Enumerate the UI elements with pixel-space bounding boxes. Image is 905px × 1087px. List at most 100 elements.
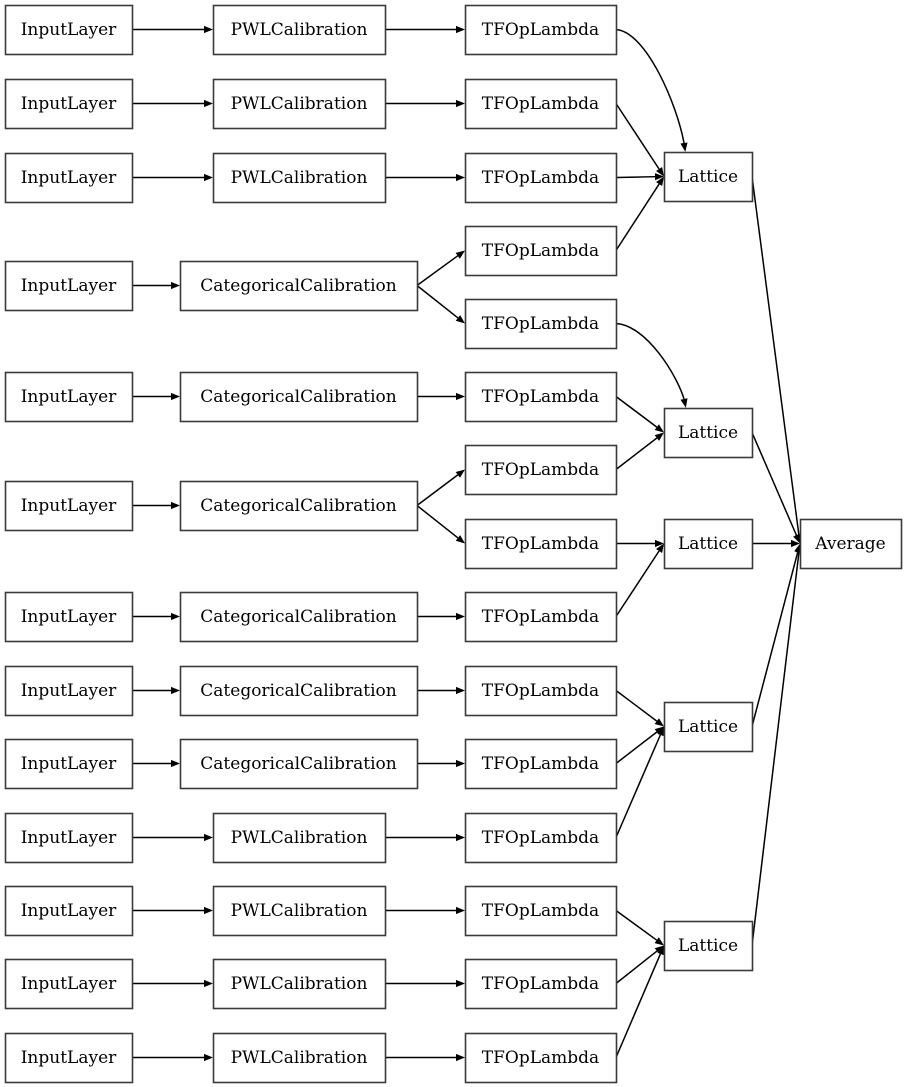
node-box-cal6[interactable] [179,480,419,532]
node-in10[interactable]: InputLayer [4,812,134,864]
node-box-in3[interactable] [4,152,134,204]
node-box-tf6[interactable] [464,371,618,423]
node-box-in4[interactable] [4,260,134,312]
node-cal13[interactable]: PWLCalibration [212,1032,387,1084]
node-box-tf12[interactable] [464,812,618,864]
edge-in3-to-cal3 [132,173,213,182]
node-box-cal5[interactable] [179,371,419,423]
node-box-tf9[interactable] [464,591,618,643]
node-box-cal3[interactable] [212,152,387,204]
node-cal7[interactable]: CategoricalCalibration [179,591,419,643]
node-box-cal2[interactable] [212,78,387,130]
node-box-tf2[interactable] [464,78,618,130]
node-box-in1[interactable] [4,4,134,56]
node-lat1[interactable]: Lattice [663,151,754,203]
node-box-tf13[interactable] [464,885,618,937]
node-box-cal8[interactable] [179,665,419,717]
node-box-lat3[interactable] [663,518,754,570]
node-tf4[interactable]: TFOpLambda [464,225,618,277]
node-cal4[interactable]: CategoricalCalibration [179,260,419,312]
node-cal10[interactable]: PWLCalibration [212,812,387,864]
node-in11[interactable]: InputLayer [4,885,134,937]
node-box-cal10[interactable] [212,812,387,864]
node-lat3[interactable]: Lattice [663,518,754,570]
node-tf1[interactable]: TFOpLambda [464,4,618,56]
node-box-tf5[interactable] [464,298,618,350]
node-box-tf1[interactable] [464,4,618,56]
node-box-in11[interactable] [4,885,134,937]
node-label-in11: InputLayer [21,901,117,921]
node-box-cal9[interactable] [179,738,419,790]
node-avg[interactable]: Average [799,518,903,570]
node-cal1[interactable]: PWLCalibration [212,4,387,56]
node-box-cal4[interactable] [179,260,419,312]
node-tf11[interactable]: TFOpLambda [464,738,618,790]
node-in2[interactable]: InputLayer [4,78,134,130]
node-box-lat4[interactable] [663,701,754,753]
node-box-lat2[interactable] [663,407,754,459]
node-box-tf3[interactable] [464,152,618,204]
node-lat2[interactable]: Lattice [663,407,754,459]
node-box-tf11[interactable] [464,738,618,790]
node-box-tf14[interactable] [464,958,618,1010]
node-box-in12[interactable] [4,958,134,1010]
node-box-in8[interactable] [4,665,134,717]
node-tf8[interactable]: TFOpLambda [464,518,618,570]
node-in12[interactable]: InputLayer [4,958,134,1010]
node-box-in7[interactable] [4,591,134,643]
node-in7[interactable]: InputLayer [4,591,134,643]
node-box-cal12[interactable] [212,958,387,1010]
node-label-in8: InputLayer [21,681,117,701]
node-box-cal13[interactable] [212,1032,387,1084]
node-tf13[interactable]: TFOpLambda [464,885,618,937]
node-tf2[interactable]: TFOpLambda [464,78,618,130]
node-cal9[interactable]: CategoricalCalibration [179,738,419,790]
node-box-in6[interactable] [4,480,134,532]
node-box-avg[interactable] [799,518,903,570]
node-box-lat5[interactable] [663,920,754,972]
node-box-tf10[interactable] [464,665,618,717]
node-box-tf4[interactable] [464,225,618,277]
node-in9[interactable]: InputLayer [4,738,134,790]
node-box-cal7[interactable] [179,591,419,643]
node-in6[interactable]: InputLayer [4,480,134,532]
node-box-tf8[interactable] [464,518,618,570]
node-box-in5[interactable] [4,371,134,423]
node-label-in6: InputLayer [21,496,117,516]
node-in3[interactable]: InputLayer [4,152,134,204]
arrowhead-icon [654,424,664,433]
node-cal3[interactable]: PWLCalibration [212,152,387,204]
node-cal8[interactable]: CategoricalCalibration [179,665,419,717]
node-lat5[interactable]: Lattice [663,920,754,972]
node-tf14[interactable]: TFOpLambda [464,958,618,1010]
node-cal5[interactable]: CategoricalCalibration [179,371,419,423]
node-box-in10[interactable] [4,812,134,864]
node-in5[interactable]: InputLayer [4,371,134,423]
node-lat4[interactable]: Lattice [663,701,754,753]
node-tf15[interactable]: TFOpLambda [464,1032,618,1084]
arrowhead-icon [654,937,664,946]
node-cal2[interactable]: PWLCalibration [212,78,387,130]
node-in4[interactable]: InputLayer [4,260,134,312]
node-cal6[interactable]: CategoricalCalibration [179,480,419,532]
node-box-cal1[interactable] [212,4,387,56]
node-in13[interactable]: InputLayer [4,1032,134,1084]
node-tf3[interactable]: TFOpLambda [464,152,618,204]
node-box-tf7[interactable] [464,444,618,496]
node-tf6[interactable]: TFOpLambda [464,371,618,423]
node-in8[interactable]: InputLayer [4,665,134,717]
node-tf7[interactable]: TFOpLambda [464,444,618,496]
node-tf10[interactable]: TFOpLambda [464,665,618,717]
node-box-in9[interactable] [4,738,134,790]
node-tf12[interactable]: TFOpLambda [464,812,618,864]
node-box-in13[interactable] [4,1032,134,1084]
node-box-lat1[interactable] [663,151,754,203]
node-in1[interactable]: InputLayer [4,4,134,56]
node-box-tf15[interactable] [464,1032,618,1084]
node-box-cal11[interactable] [212,885,387,937]
node-box-in2[interactable] [4,78,134,130]
node-tf5[interactable]: TFOpLambda [464,298,618,350]
node-cal12[interactable]: PWLCalibration [212,958,387,1010]
node-tf9[interactable]: TFOpLambda [464,591,618,643]
node-cal11[interactable]: PWLCalibration [212,885,387,937]
